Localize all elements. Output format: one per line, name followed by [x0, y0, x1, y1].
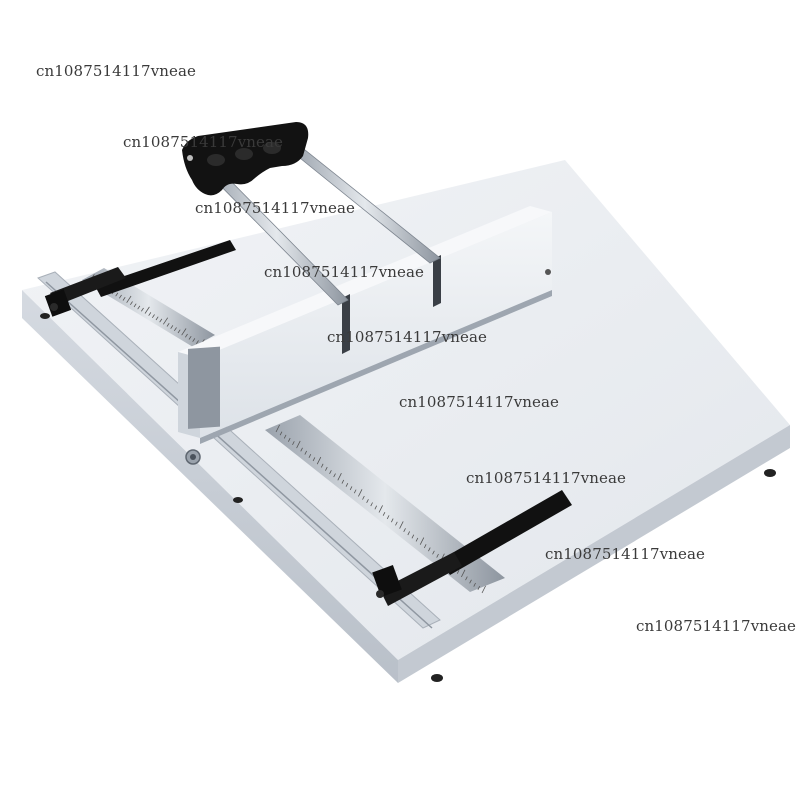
- ruler-tick: [279, 431, 283, 436]
- ruler-tick: [403, 528, 406, 533]
- watermark-text: cn1087514117vneae: [264, 263, 425, 281]
- ruler-tick: [320, 463, 324, 468]
- ruler-tick: [407, 531, 410, 536]
- front-paper-guide: [372, 490, 572, 606]
- ruler-tick: [144, 306, 150, 314]
- ruler-tick: [304, 450, 307, 455]
- ruler-tick: [411, 534, 415, 539]
- ruler-tick: [118, 294, 122, 299]
- ruler-tick: [415, 537, 419, 542]
- ruler-tick: [333, 473, 336, 478]
- watermark-text: cn1087514117vneae: [123, 133, 284, 151]
- ruler-tick: [341, 479, 345, 484]
- watermark-text: cn1087514117vneae: [636, 617, 797, 635]
- ruler-tick: [428, 547, 431, 552]
- ruler-tick: [129, 301, 133, 306]
- ruler-tick: [195, 340, 199, 345]
- ruler-tick: [366, 499, 369, 504]
- ruler-tick: [465, 576, 468, 581]
- ruler-tick: [288, 437, 291, 442]
- base-right-side: [398, 425, 790, 683]
- ruler-tick: [419, 537, 425, 545]
- ruler-tick: [473, 582, 476, 587]
- ruler-tick: [148, 312, 152, 316]
- back-paper-guide: [44, 240, 236, 317]
- ruler-tick: [133, 303, 137, 308]
- ruler-tick: [296, 440, 301, 449]
- ruler-tick: [461, 569, 466, 578]
- ruler-tick: [181, 328, 187, 336]
- ruler-tick: [481, 585, 486, 594]
- base-left-side: [22, 290, 398, 683]
- ruler-tick: [192, 338, 196, 342]
- foot: [233, 497, 243, 503]
- ruler-tick: [312, 457, 316, 462]
- ruler-tick: [399, 521, 404, 529]
- ruler-tick: [423, 544, 427, 549]
- ruler-tick: [177, 329, 181, 334]
- ruler-tick: [353, 489, 357, 494]
- ruler-tick: [140, 307, 144, 312]
- ruler-tick: [308, 454, 312, 458]
- ruler-tick: [300, 447, 303, 452]
- ruler-tick: [337, 472, 342, 481]
- ruler-tick: [159, 318, 163, 323]
- ruler-tick: [395, 521, 398, 526]
- ruler-tick: [325, 466, 328, 471]
- ruler-tick: [170, 325, 174, 329]
- ruler-tick: [275, 424, 280, 433]
- base-top-surface: [22, 160, 790, 660]
- ruler-tick: [184, 333, 188, 338]
- ruler-tick: [126, 295, 132, 303]
- creasing-beam: [178, 206, 552, 444]
- ruler-tick: [292, 441, 295, 446]
- ruler-tick: [370, 502, 373, 507]
- watermark-text: cn1087514117vneae: [466, 469, 627, 487]
- ruler-tick: [162, 317, 169, 325]
- ruler-tick: [115, 292, 119, 297]
- watermark-text: cn1087514117vneae: [195, 199, 356, 217]
- watermark-text: cn1087514117vneae: [36, 62, 197, 80]
- ruler-tick: [166, 322, 170, 327]
- ruler-front: [265, 415, 505, 594]
- guide-rail: [37, 271, 441, 629]
- ruler-tick: [477, 586, 481, 590]
- ruler-tick: [329, 470, 332, 475]
- foot: [764, 469, 776, 477]
- ruler-tick: [391, 518, 394, 523]
- ruler-tick: [382, 511, 386, 516]
- ruler-tick: [386, 515, 390, 520]
- ruler-tick: [469, 579, 472, 584]
- ruler-tick: [155, 316, 159, 321]
- adjustment-knob: [185, 449, 201, 465]
- ruler-tick: [188, 335, 192, 340]
- watermark-text: cn1087514117vneae: [327, 328, 488, 346]
- foot: [431, 674, 443, 682]
- ruler-tick: [316, 456, 322, 465]
- ruler-tick: [137, 305, 141, 310]
- foot: [40, 313, 50, 319]
- watermark-text: cn1087514117vneae: [545, 545, 706, 563]
- ruler-tick: [362, 495, 365, 500]
- ruler-tick: [358, 489, 363, 497]
- ruler-tick: [378, 505, 383, 513]
- ruler-tick: [173, 327, 177, 332]
- ruler-tick: [122, 296, 126, 301]
- ruler-tick: [151, 314, 155, 319]
- ruler-tick: [456, 569, 460, 574]
- ruler-tick: [432, 550, 435, 555]
- ruler-tick: [283, 434, 287, 439]
- ruler-tick: [349, 486, 353, 491]
- handle-grip: [182, 122, 309, 196]
- watermark-text: cn1087514117vneae: [399, 393, 560, 411]
- ruler-tick: [436, 553, 439, 558]
- ruler-tick: [374, 505, 378, 510]
- ruler-tick: [345, 482, 349, 487]
